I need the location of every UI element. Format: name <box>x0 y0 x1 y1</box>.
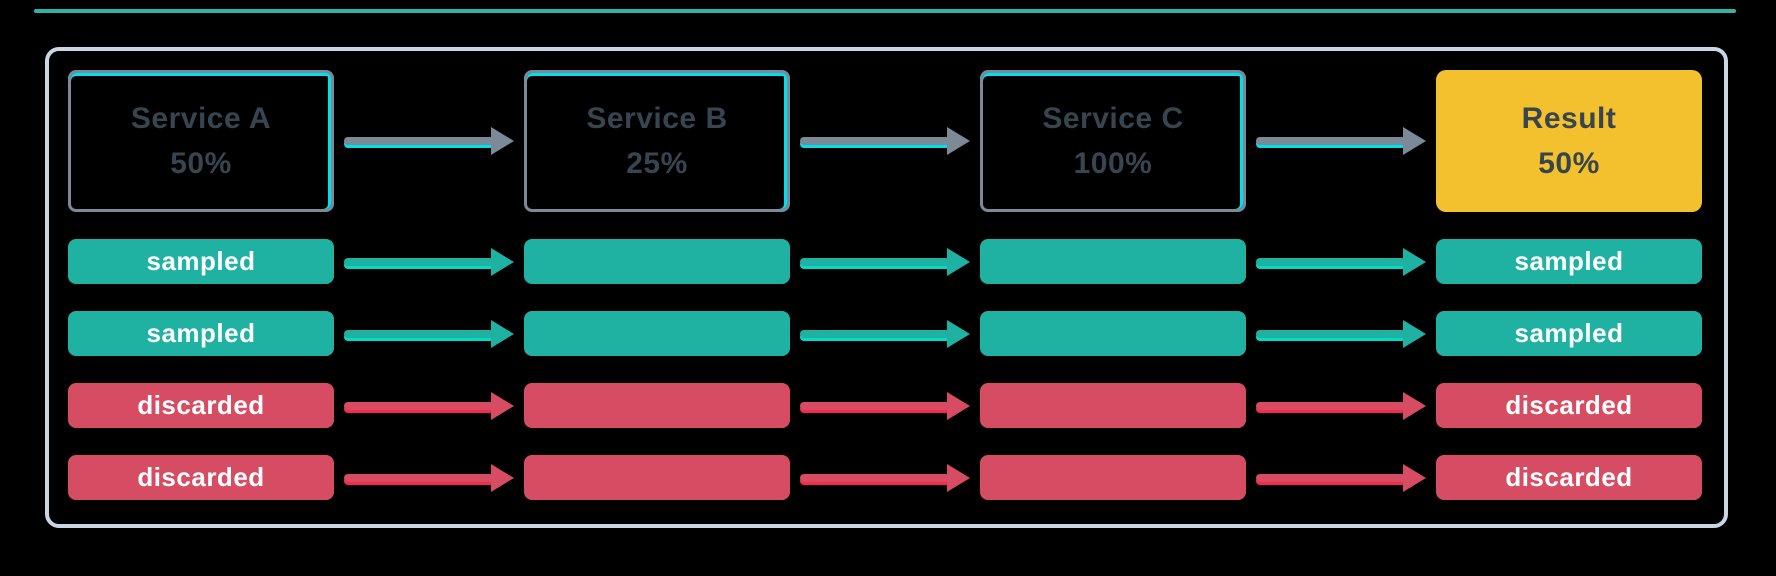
trace-chip-discarded: discarded <box>1436 383 1702 428</box>
trace-chip-discarded <box>524 383 790 428</box>
arrow-head-icon <box>947 127 970 155</box>
trace-chip-label: sampled <box>146 318 256 348</box>
trace-chip-label: discarded <box>1505 462 1633 492</box>
flow-arrow-sampled <box>344 319 514 348</box>
trace-chip-discarded <box>980 383 1246 428</box>
result-box: Result 50% <box>1436 70 1702 212</box>
arrow-head-icon <box>1403 463 1426 492</box>
trace-chip-sampled <box>980 311 1246 356</box>
service-c-rate: 100% <box>1073 146 1153 180</box>
arrow-shaft <box>344 137 494 145</box>
flow-arrow-sampled <box>344 247 514 276</box>
arrow-head-icon <box>491 247 514 276</box>
flow-arrow-gray <box>1256 127 1426 155</box>
trace-chip-label: discarded <box>137 462 265 492</box>
service-b-box: Service B 25% <box>524 70 790 212</box>
flow-arrow-discarded <box>1256 463 1426 492</box>
service-a-name: Service A <box>130 101 272 135</box>
trace-chip-label: discarded <box>137 390 265 420</box>
trace-chip-discarded: discarded <box>1436 455 1702 500</box>
trace-chip-discarded <box>980 455 1246 500</box>
arrow-shaft <box>800 329 950 338</box>
flow-arrow-discarded <box>800 463 970 492</box>
arrow-head-icon <box>1403 319 1426 348</box>
arrow-head-icon <box>1403 127 1426 155</box>
flow-arrow-discarded <box>1256 391 1426 420</box>
arrow-shaft <box>344 329 494 338</box>
arrow-head-icon <box>1403 247 1426 276</box>
sampling-flow-grid: Service A 50% Service B 25% Service C 10… <box>68 70 1702 500</box>
arrow-head-icon <box>947 247 970 276</box>
flow-arrow-discarded <box>800 391 970 420</box>
arrow-head-icon <box>1403 391 1426 420</box>
flow-arrow-discarded <box>344 463 514 492</box>
service-a-rate: 50% <box>170 146 232 180</box>
trace-chip-label: sampled <box>146 246 256 276</box>
trace-chip-sampled <box>524 311 790 356</box>
arrow-shaft <box>1256 329 1406 338</box>
arrow-shaft <box>1256 401 1406 410</box>
arrow-shaft <box>344 257 494 266</box>
service-b-name: Service B <box>586 101 728 135</box>
arrow-shaft <box>344 473 494 482</box>
trace-chip-discarded: discarded <box>68 455 334 500</box>
trace-chip-label: sampled <box>1514 246 1624 276</box>
trace-chip-discarded: discarded <box>68 383 334 428</box>
trace-chip-sampled: sampled <box>1436 311 1702 356</box>
trace-chip-sampled: sampled <box>1436 239 1702 284</box>
flow-arrow-sampled <box>1256 247 1426 276</box>
selection-highlight-line <box>34 9 1736 13</box>
trace-chip-sampled <box>524 239 790 284</box>
arrow-head-icon <box>491 319 514 348</box>
arrow-shaft <box>800 137 950 145</box>
arrow-head-icon <box>947 463 970 492</box>
arrow-shaft <box>1256 257 1406 266</box>
arrow-head-icon <box>491 127 514 155</box>
trace-chip-sampled <box>980 239 1246 284</box>
diagram-frame <box>45 47 1728 528</box>
result-name: Result <box>1521 101 1617 135</box>
flow-arrow-gray <box>800 127 970 155</box>
trace-chip-sampled: sampled <box>68 239 334 284</box>
flow-arrow-sampled <box>1256 319 1426 348</box>
service-c-name: Service C <box>1042 101 1184 135</box>
service-a-box: Service A 50% <box>68 70 334 212</box>
service-c-box: Service C 100% <box>980 70 1246 212</box>
trace-chip-label: sampled <box>1514 318 1624 348</box>
arrow-head-icon <box>947 319 970 348</box>
trace-chip-sampled: sampled <box>68 311 334 356</box>
flow-arrow-gray <box>344 127 514 155</box>
trace-chip-label: discarded <box>1505 390 1633 420</box>
flow-arrow-discarded <box>344 391 514 420</box>
result-rate: 50% <box>1538 146 1600 180</box>
trace-chip-discarded <box>524 455 790 500</box>
arrow-shaft <box>800 257 950 266</box>
arrow-head-icon <box>491 391 514 420</box>
arrow-shaft <box>1256 473 1406 482</box>
arrow-shaft <box>800 401 950 410</box>
service-b-rate: 25% <box>626 146 688 180</box>
flow-arrow-sampled <box>800 319 970 348</box>
arrow-head-icon <box>491 463 514 492</box>
arrow-head-icon <box>947 391 970 420</box>
flow-arrow-sampled <box>800 247 970 276</box>
arrow-shaft <box>1256 137 1406 145</box>
arrow-shaft <box>800 473 950 482</box>
arrow-shaft <box>344 401 494 410</box>
